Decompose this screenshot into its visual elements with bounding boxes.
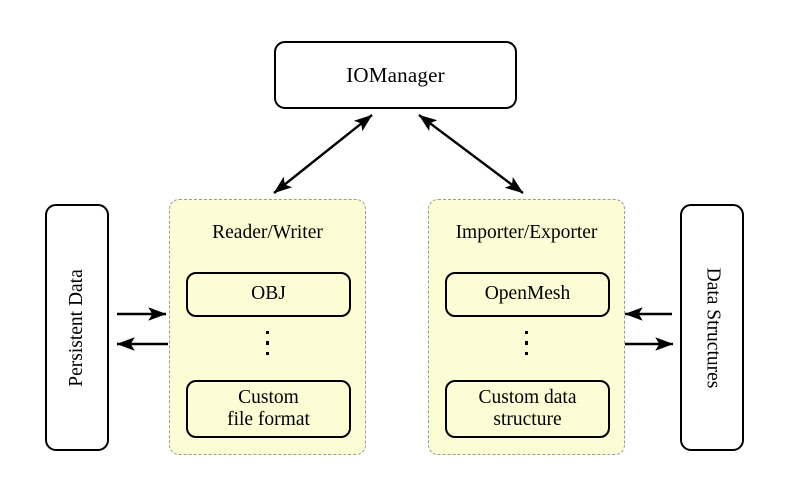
- node-persistent-data-label: Persistent Data: [66, 268, 88, 387]
- ellipsis-dot: [265, 341, 270, 345]
- node-data-structures[interactable]: Data Structures: [680, 204, 744, 451]
- node-persistent-data[interactable]: Persistent Data: [45, 204, 109, 451]
- ellipsis-dot: [524, 341, 529, 345]
- group-reader-writer[interactable]: Reader/Writer OBJ Custom file format: [169, 199, 366, 455]
- member-custom-file-format[interactable]: Custom file format: [186, 380, 351, 438]
- ellipsis-dot: [265, 331, 270, 335]
- member-custom-data-structure-line1: Custom data: [478, 386, 577, 408]
- ellipsis-dot: [524, 331, 529, 335]
- ellipsis-dot: [524, 351, 529, 356]
- group-importer-exporter[interactable]: Importer/Exporter OpenMesh Custom data s…: [428, 199, 625, 455]
- member-custom-file-format-label: Custom file format: [227, 387, 310, 432]
- member-custom-file-format-line2: file format: [227, 409, 310, 430]
- ellipsis-dot: [265, 351, 270, 356]
- member-obj-label: OBJ: [251, 283, 286, 305]
- connector-manager-importer-exporter: [418, 114, 524, 194]
- member-obj[interactable]: OBJ: [186, 272, 351, 317]
- ellipsis-reader-writer: [170, 331, 365, 356]
- member-custom-data-structure[interactable]: Custom data structure: [445, 380, 610, 438]
- group-importer-exporter-title: Importer/Exporter: [455, 222, 598, 243]
- member-custom-file-format-line1: Custom: [238, 386, 299, 408]
- member-custom-data-structure-label: Custom data structure: [478, 387, 576, 432]
- group-reader-writer-title: Reader/Writer: [212, 222, 323, 243]
- node-iomanager[interactable]: IOManager: [274, 41, 517, 109]
- member-openmesh-label: OpenMesh: [484, 283, 571, 305]
- connector-manager-reader-writer: [273, 114, 373, 194]
- node-data-structures-label: Data Structures: [702, 267, 724, 388]
- member-openmesh[interactable]: OpenMesh: [445, 272, 610, 317]
- node-iomanager-label: IOManager: [346, 62, 445, 87]
- member-custom-data-structure-line2: structure: [493, 409, 562, 430]
- ellipsis-importer-exporter: [429, 331, 624, 356]
